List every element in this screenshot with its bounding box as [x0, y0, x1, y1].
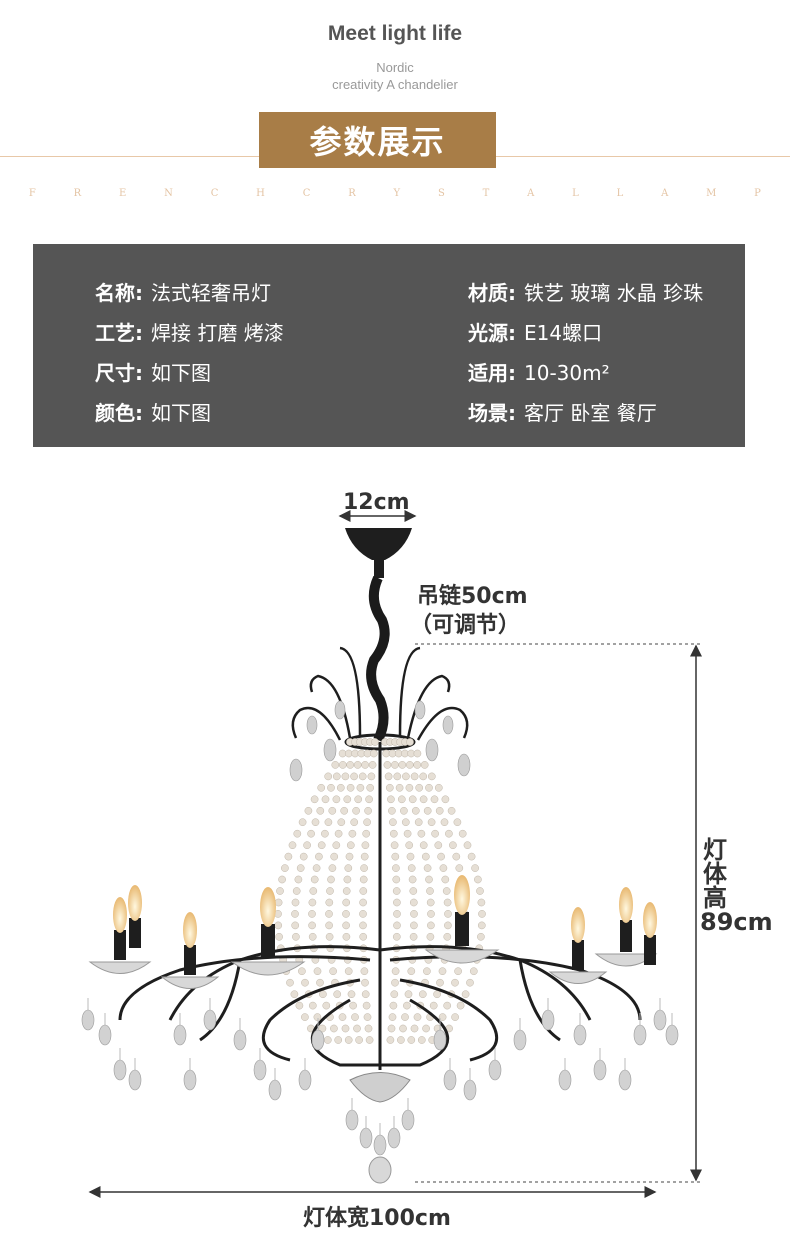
- chandelier-illustration: [81, 510, 702, 1198]
- spec-label: 工艺:: [95, 321, 143, 345]
- spec-value: 10-30m²: [524, 361, 610, 385]
- spec-scene: 场景: 客厅 卧室 餐厅: [468, 397, 657, 426]
- subtitle-line-2: creativity A chandelier: [332, 77, 458, 92]
- canopy: [345, 528, 412, 560]
- chain-adjustable-label: （可调节）: [410, 613, 521, 638]
- letter: L: [572, 188, 579, 199]
- spec-area: 适用: 10-30m²: [468, 357, 610, 386]
- letter: H: [256, 188, 265, 199]
- width-label: 灯体宽100cm: [303, 1206, 451, 1231]
- letter: R: [73, 188, 82, 199]
- french-crystal-lamp-letters: F R E N C H C R Y S T A L L A M P: [0, 188, 790, 199]
- spec-light-source: 光源: E14螺口: [468, 317, 602, 346]
- spec-value: 铁艺 玻璃 水晶 珍珠: [524, 281, 704, 305]
- letter: C: [210, 188, 219, 199]
- chandelier-arms: [118, 945, 642, 1067]
- spec-value: 如下图: [151, 361, 211, 385]
- letter: L: [616, 188, 624, 199]
- spec-value: 客厅 卧室 餐厅: [524, 401, 657, 425]
- letter: Y: [393, 188, 401, 199]
- letter: F: [28, 188, 36, 199]
- bottom-finial: [349, 1072, 411, 1103]
- crystal-drops: [81, 998, 679, 1156]
- headline: Meet light life: [327, 22, 463, 45]
- spec-label: 名称:: [95, 281, 143, 305]
- spec-value: 法式轻奢吊灯: [151, 281, 271, 305]
- candles: [88, 875, 658, 989]
- letter: C: [302, 188, 311, 199]
- letter: R: [348, 188, 356, 199]
- spec-label: 光源:: [468, 321, 516, 345]
- spec-material: 材质: 铁艺 玻璃 水晶 珍珠: [468, 277, 703, 306]
- letter: P: [754, 188, 761, 199]
- section-banner: 参数展示: [259, 112, 496, 168]
- letter: E: [119, 188, 127, 199]
- spec-label: 场景:: [468, 401, 516, 425]
- spec-label: 颜色:: [95, 401, 143, 425]
- letter: A: [527, 188, 535, 199]
- spec-value: 如下图: [151, 401, 211, 425]
- letter: T: [482, 188, 490, 199]
- spec-name: 名称: 法式轻奢吊灯: [95, 277, 271, 306]
- letter: A: [661, 188, 669, 199]
- crown-crystals: [289, 700, 471, 782]
- letter: S: [437, 188, 445, 199]
- spec-panel: 名称: 法式轻奢吊灯 材质: 铁艺 玻璃 水晶 珍珠 工艺: 焊接 打磨 烤漆 光源:…: [33, 244, 745, 447]
- spec-color: 颜色: 如下图: [95, 397, 211, 426]
- subtitle-line-1: Nordic: [376, 60, 414, 75]
- letter: M: [706, 188, 717, 199]
- spec-label: 材质:: [468, 281, 516, 305]
- chain: [366, 575, 390, 743]
- spec-size: 尺寸: 如下图: [95, 357, 211, 386]
- spec-label: 适用:: [468, 361, 516, 385]
- spec-label: 尺寸:: [95, 361, 143, 385]
- spec-craft: 工艺: 焊接 打磨 烤漆: [95, 317, 284, 346]
- letter: N: [164, 188, 173, 199]
- spec-value: 焊接 打磨 烤漆: [151, 321, 284, 345]
- spec-value: E14螺口: [524, 321, 603, 345]
- chain-length-label: 吊链50cm: [417, 584, 528, 609]
